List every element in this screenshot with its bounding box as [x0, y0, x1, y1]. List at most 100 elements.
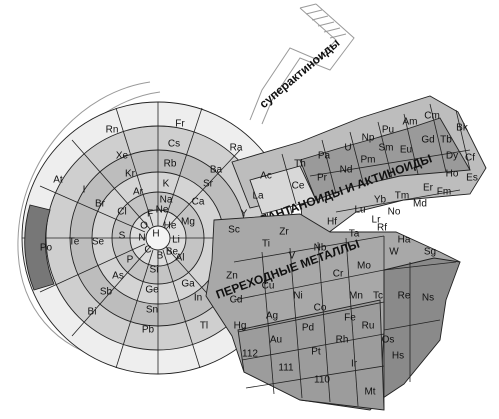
- element-ta: Ta: [349, 229, 360, 240]
- element-zn: Zn: [226, 271, 238, 282]
- element-cu: Cu: [262, 281, 275, 292]
- element-yb: Yb: [374, 195, 387, 206]
- element-o: O: [140, 221, 148, 232]
- element-pr: Pr: [317, 173, 328, 184]
- element-fe: Fe: [344, 313, 356, 324]
- element-mn: Mn: [349, 291, 363, 302]
- element-fr: Fr: [175, 119, 185, 130]
- element-sn: Sn: [146, 305, 158, 316]
- element-ca: Ca: [192, 197, 205, 208]
- element-pb: Pb: [142, 325, 155, 336]
- element-112: 112: [242, 349, 258, 360]
- element-as: As: [112, 271, 124, 282]
- element-re: Re: [398, 291, 411, 302]
- element-ne: Ne: [156, 205, 169, 216]
- element-pu: Pu: [382, 125, 394, 136]
- element-gd: Gd: [421, 135, 434, 146]
- element-fm: Fm: [437, 187, 451, 198]
- element-ti: Ti: [262, 239, 270, 250]
- element-ac: Ac: [260, 171, 272, 182]
- element-kr: Kr: [125, 169, 136, 180]
- po-cell: [24, 204, 55, 291]
- element-mg: Mg: [181, 217, 195, 228]
- element-ru: Ru: [362, 321, 375, 332]
- element-os: Os: [382, 335, 395, 346]
- element-mo: Mo: [357, 261, 371, 272]
- element-ba: Ba: [210, 165, 223, 176]
- element-nb: Nb: [314, 243, 327, 254]
- element-hs: Hs: [392, 351, 404, 362]
- element-u: U: [344, 143, 351, 154]
- element-rb: Rb: [164, 159, 177, 170]
- element-h: H: [152, 229, 159, 240]
- element-ar: Ar: [133, 187, 144, 198]
- element-k: K: [163, 179, 170, 190]
- element-pt: Pt: [311, 347, 321, 358]
- element-ce: Ce: [292, 181, 305, 192]
- element-n: N: [138, 233, 145, 244]
- element-111: 111: [278, 363, 294, 374]
- element-md: Md: [413, 199, 427, 210]
- element-sc: Sc: [228, 225, 240, 236]
- element-np: Np: [362, 133, 375, 144]
- element-ha: Ha: [398, 235, 411, 246]
- spiral-rings: [21, 101, 295, 375]
- element-y: Y: [241, 209, 248, 220]
- element-cf: Cf: [465, 153, 475, 164]
- element-sr: Sr: [203, 179, 214, 190]
- element-ns: Ns: [422, 293, 434, 304]
- element-f: F: [147, 209, 153, 220]
- element-lr: Lr: [372, 215, 382, 226]
- element-tb: Tb: [440, 135, 452, 146]
- element-i: I: [83, 185, 86, 196]
- element-tm: Tm: [395, 191, 409, 202]
- element-he: He: [164, 221, 177, 232]
- element-te: Te: [69, 237, 80, 248]
- element-w: W: [389, 247, 399, 258]
- element-au: Au: [270, 335, 282, 346]
- element-c: C: [144, 245, 151, 256]
- element-in: In: [194, 293, 202, 304]
- element-cs: Cs: [168, 139, 180, 150]
- element-lu: Lu: [354, 205, 365, 216]
- element-tc: Tc: [373, 291, 383, 302]
- element-ag: Ag: [266, 311, 278, 322]
- element-cl: Cl: [117, 207, 126, 218]
- element-be: Be: [166, 247, 179, 258]
- transition-metals-block: [205, 213, 461, 411]
- element-se: Se: [92, 237, 105, 248]
- element-p: P: [127, 255, 134, 266]
- element-po: Po: [40, 243, 53, 254]
- element-pm: Pm: [361, 155, 376, 166]
- element-la: La: [252, 191, 264, 202]
- element-li: Li: [172, 235, 180, 246]
- element-zr: Zr: [279, 227, 289, 238]
- element-ho: Ho: [446, 169, 459, 180]
- element-th: Th: [294, 159, 306, 170]
- element-cd: Cd: [230, 295, 243, 306]
- element-eu: Eu: [400, 145, 412, 156]
- element-dy: Dy: [446, 151, 458, 162]
- element-ni: Ni: [293, 291, 302, 302]
- element-si: Si: [150, 265, 159, 276]
- element-rh: Rh: [336, 335, 349, 346]
- element-sm: Sm: [379, 143, 394, 154]
- element-110: 110: [314, 375, 330, 386]
- element-hg: Hg: [234, 321, 247, 332]
- element-al: Al: [176, 253, 185, 264]
- element-cr: Cr: [333, 269, 344, 280]
- element-s: S: [119, 231, 126, 242]
- element-symbols: H He Li Be B C N O F Ne Na Mg Al Si P S …: [40, 111, 478, 398]
- element-ir: Ir: [351, 359, 358, 370]
- element-na: Na: [160, 195, 173, 206]
- element-tl: Tl: [200, 321, 208, 332]
- element-hf: Hf: [327, 217, 337, 228]
- element-co: Co: [314, 303, 327, 314]
- element-bk: Bk: [456, 123, 469, 134]
- element-no: No: [388, 207, 401, 218]
- element-b: B: [157, 251, 164, 262]
- element-sg: Sg: [424, 247, 436, 258]
- element-xe: Xe: [116, 151, 129, 162]
